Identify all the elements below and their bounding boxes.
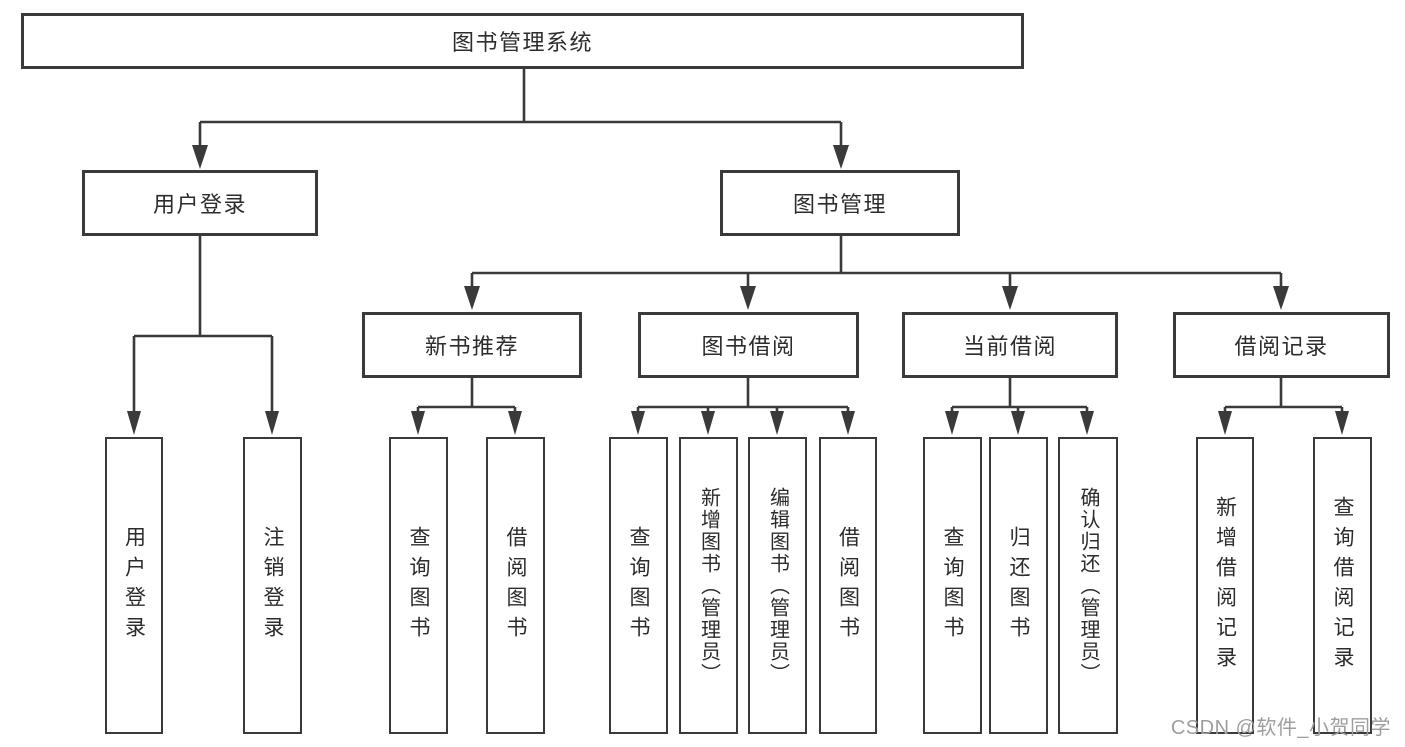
arrowhead-icon [192,145,208,169]
leaf-edit-book-admin: 编辑图书（管理员） [748,437,807,734]
node-label: 用户登录 [152,192,247,217]
node-label: 借阅记录 [1234,334,1329,359]
arrowhead-icon [265,411,279,435]
csdn-watermark: CSDN @软件_小贺同学 [1170,717,1391,739]
node-system-root: 图书管理系统 [21,13,1024,69]
arrowhead-icon [841,411,855,435]
node-book-borrow: 图书借阅 [638,312,859,378]
leaf-recommend-query-book: 查询图书 [389,437,448,734]
arrowhead-icon [1218,411,1232,435]
node-label: 用户登录 [122,525,146,646]
node-label: 图书管理 [792,192,887,217]
node-label: 新增图书（管理员） [697,486,720,685]
arrowhead-icon [1080,411,1094,435]
arrowhead-icon [740,286,756,310]
node-label: 确认归还（管理员） [1077,486,1099,685]
arrowhead-icon [833,145,849,169]
node-label: 图书借阅 [701,334,796,359]
node-user-login: 用户登录 [82,170,318,236]
arrowhead-icon [464,286,480,310]
leaf-logout: 注销登录 [243,437,302,734]
arrowhead-icon [127,411,141,435]
leaf-borrow-query-book: 查询图书 [609,437,668,734]
leaf-add-book-admin: 新增图书（管理员） [679,437,738,734]
leaf-add-borrow-record: 新增借阅记录 [1196,437,1254,734]
arrowhead-icon [945,411,959,435]
connector-line [132,69,1344,413]
node-label: 新书推荐 [424,334,519,359]
leaf-recommend-borrow-book: 借阅图书 [486,437,545,734]
leaf-borrow-book: 借阅图书 [819,437,877,734]
node-borrow-record: 借阅记录 [1173,312,1390,378]
node-label: 查询图书 [941,525,964,646]
node-label: 查询图书 [627,525,650,646]
arrowhead-icon [411,411,425,435]
arrowhead-icon [770,411,784,435]
leaf-return-book: 归还图书 [989,437,1048,734]
arrowhead-icon [1002,286,1018,310]
node-label: 当前借阅 [962,334,1057,359]
leaf-current-query-book: 查询图书 [923,437,982,734]
node-label: 注销登录 [261,525,284,646]
node-label: 查询借阅记录 [1331,495,1354,676]
arrowhead-icon [1273,286,1289,310]
node-label: 借阅图书 [836,525,860,646]
node-label: 查询图书 [407,525,430,646]
node-label: 归还图书 [1007,525,1030,646]
node-new-book-recommend: 新书推荐 [362,312,582,378]
node-current-borrow: 当前借阅 [902,312,1118,378]
arrowhead-icon [701,411,715,435]
node-label: 图书管理系统 [451,30,593,55]
arrowhead-icon [508,411,522,435]
arrowhead-icon [1335,411,1349,435]
node-label: 新增借阅记录 [1213,495,1237,676]
node-book-management: 图书管理 [720,170,960,236]
arrowhead-icon [1011,411,1025,435]
leaf-query-borrow-record: 查询借阅记录 [1313,437,1372,734]
arrowhead-icon [631,411,645,435]
node-label: 借阅图书 [504,525,527,646]
leaf-confirm-return-admin: 确认归还（管理员） [1058,437,1118,734]
leaf-user-login: 用户登录 [105,437,163,734]
node-label: 编辑图书（管理员） [766,486,789,685]
